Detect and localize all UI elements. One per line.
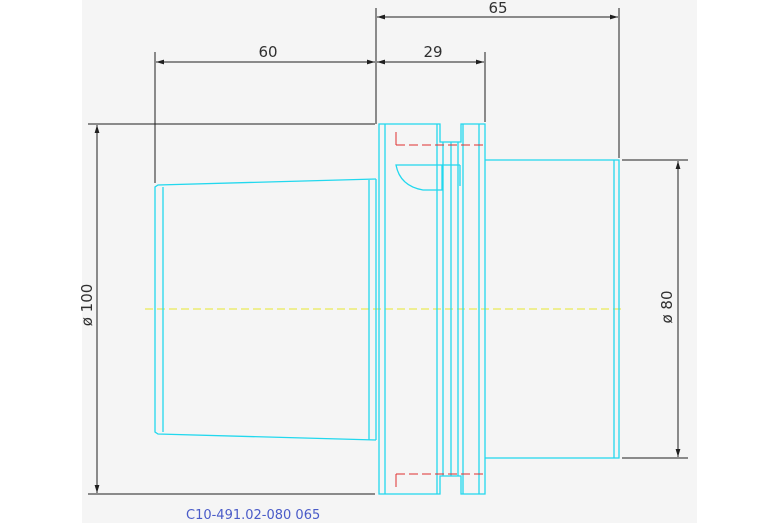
dim-overall-length: 65 [488, 0, 507, 17]
shank-body [485, 159, 620, 459]
hidden-lines [395, 132, 483, 487]
dim-taper-length: 60 [258, 43, 277, 61]
dimension-lines [88, 8, 688, 495]
dim-flange-length: 29 [423, 43, 442, 61]
part-number-label: C10-491.02-080 065 [186, 508, 321, 523]
part-outline [154, 123, 620, 495]
flange-body [378, 123, 486, 495]
drive-slot [395, 164, 443, 191]
taper-body [154, 178, 377, 441]
dim-flange-diameter: ø 100 [78, 284, 96, 327]
drawing-canvas [82, 0, 697, 523]
dim-shank-diameter: ø 80 [658, 290, 676, 323]
